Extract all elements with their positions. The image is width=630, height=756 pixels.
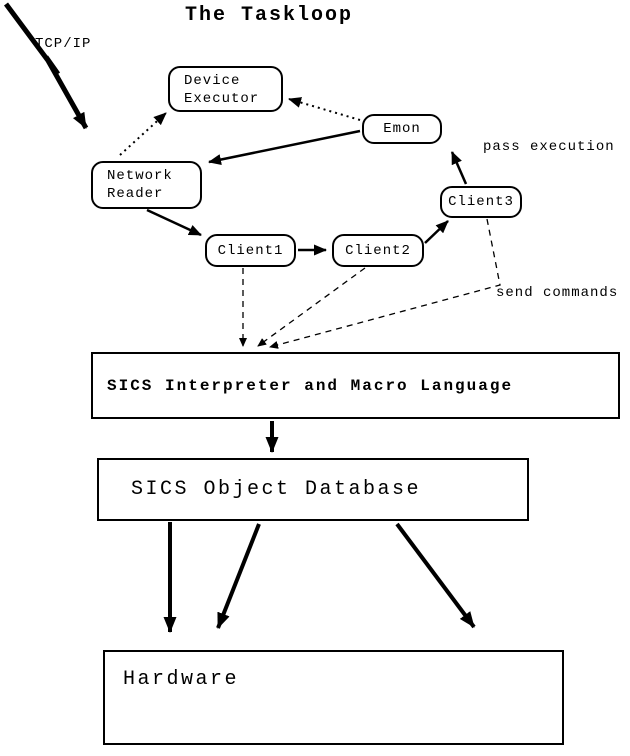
box-sics-interpreter-label: SICS Interpreter and Macro Language [107,376,514,395]
pass-execution-label: pass execution [483,139,615,155]
node-client1-label: Client1 [217,242,284,259]
edge-emon-device-executor [288,97,361,121]
node-network-reader-label: Network Reader [107,168,173,202]
edge-database-hardware-right [395,522,476,629]
tcpip-label: TCP/IP [35,36,92,52]
node-emon-label: Emon [383,121,421,137]
node-device-executor-label: Device Executor [184,73,260,107]
node-client2-label: Client2 [345,242,411,259]
node-client2: Client2 [332,234,424,267]
edge-tcpip-network-reader [3,2,89,130]
node-client1: Client1 [205,234,296,267]
box-hardware-label: Hardware [123,668,240,691]
node-emon: Emon [362,114,442,144]
edge-client2-interpreter [257,267,366,347]
node-client3: Client3 [440,186,522,218]
edge-client2-client3 [424,220,449,244]
edge-network-reader-device-executor [119,112,167,156]
box-sics-interpreter: SICS Interpreter and Macro Language [91,352,620,419]
edge-emon-network-reader [208,129,361,165]
box-hardware: Hardware [103,650,564,745]
edge-client3-interpreter [269,218,501,349]
box-sics-object-database-label: SICS Object Database [131,478,422,501]
edge-database-hardware-mid [216,523,261,629]
edge-network-reader-client1 [146,208,202,237]
send-commands-label: send commands [496,285,619,301]
box-sics-object-database: SICS Object Database [97,458,529,521]
node-network-reader: Network Reader [91,161,202,209]
diagram-title: The Taskloop [185,4,354,27]
node-client3-label: Client3 [448,194,514,210]
edge-client3-emon [450,151,468,185]
node-device-executor: Device Executor [168,66,283,112]
